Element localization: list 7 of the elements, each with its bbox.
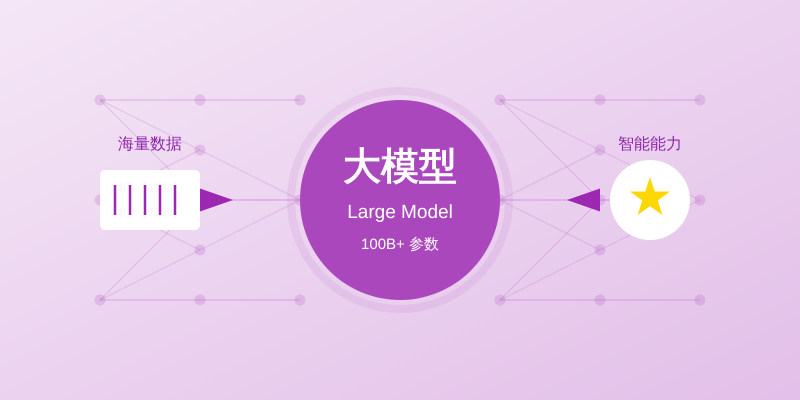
parameter-text: 100B+ 参数 — [361, 235, 439, 255]
arrow — [500, 188, 610, 212]
arrow — [200, 188, 300, 212]
model-title: 大模型 — [343, 145, 457, 189]
node-heading: 智能能力 — [618, 134, 682, 155]
model-subtitle: Large Model — [347, 201, 453, 225]
node-heading: 海量数据 — [118, 135, 182, 155]
